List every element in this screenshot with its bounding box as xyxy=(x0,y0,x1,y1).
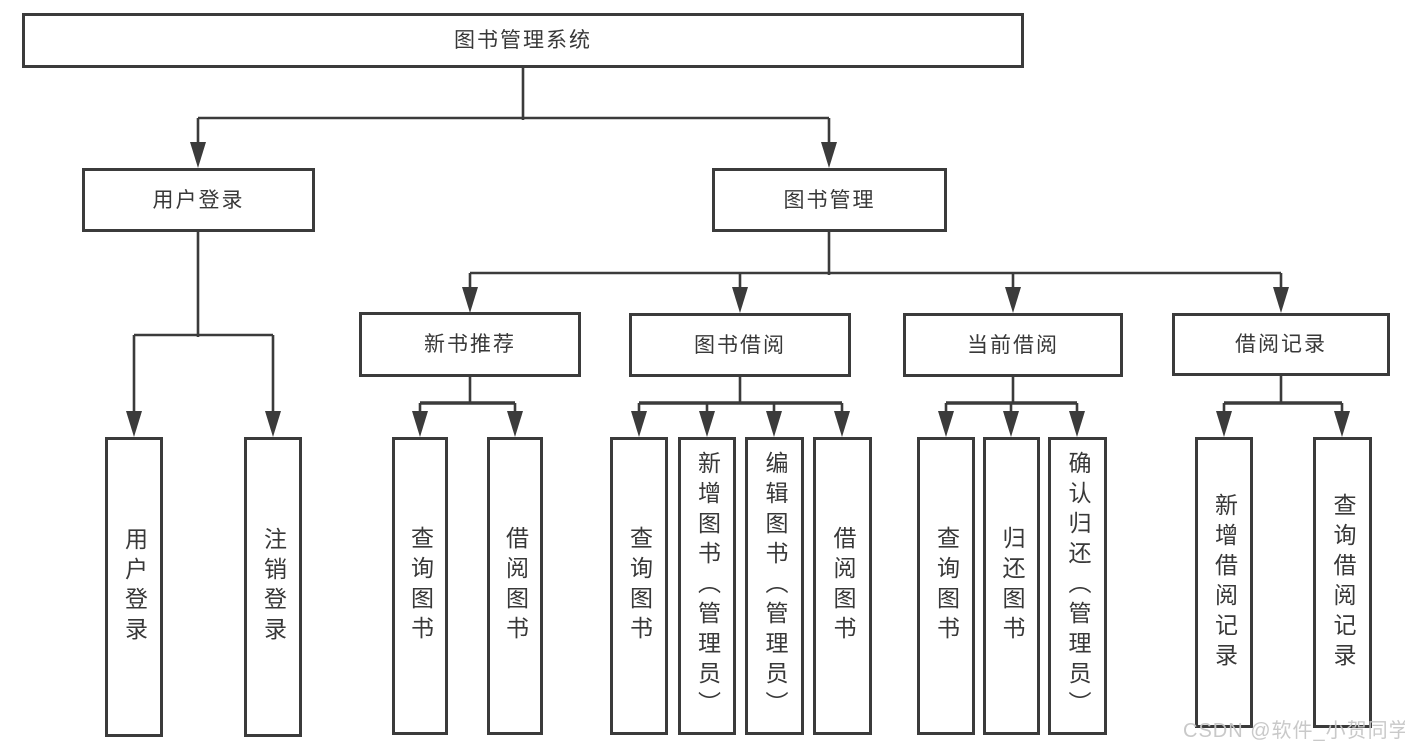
node-root-label: 图书管理系统 xyxy=(454,29,592,52)
leaf-logout: 注销登录 xyxy=(244,437,302,737)
leaf-user-login: 用户登录 xyxy=(105,437,163,737)
leaf-user-login-label: 用户登录 xyxy=(121,527,148,647)
leaf-logout-label: 注销登录 xyxy=(260,527,287,647)
node-book-management-label: 图书管理 xyxy=(783,188,876,212)
node-book-management: 图书管理 xyxy=(712,168,947,232)
leaf-bb-add-books-admin-label: 新增图书（管理员） xyxy=(694,451,721,721)
leaf-bb-borrow-books: 借阅图书 xyxy=(813,437,872,735)
leaf-cb-confirm-return-admin-label: 确认归还（管理员） xyxy=(1065,451,1091,721)
leaf-br-add-record: 新增借阅记录 xyxy=(1195,437,1253,728)
node-new-book-recommend-label: 新书推荐 xyxy=(424,333,516,356)
leaf-cb-return-books: 归还图书 xyxy=(983,437,1040,735)
leaf-cb-query-books: 查询图书 xyxy=(917,437,975,735)
leaf-bb-borrow-books-label: 借阅图书 xyxy=(830,526,856,646)
leaf-bb-add-books-admin: 新增图书（管理员） xyxy=(678,437,736,735)
leaf-nb-query-books-label: 查询图书 xyxy=(407,526,434,646)
node-book-borrow-label: 图书借阅 xyxy=(694,333,786,357)
watermark: CSDN @软件_小贺同学 xyxy=(1183,720,1405,742)
node-current-borrow-label: 当前借阅 xyxy=(967,333,1059,357)
leaf-bb-edit-books-admin: 编辑图书（管理员） xyxy=(745,437,804,735)
node-new-book-recommend: 新书推荐 xyxy=(359,312,581,377)
leaf-bb-query-books-label: 查询图书 xyxy=(626,526,653,646)
node-borrow-record: 借阅记录 xyxy=(1172,313,1390,376)
leaf-br-add-record-label: 新增借阅记录 xyxy=(1211,492,1238,673)
node-user-login: 用户登录 xyxy=(82,168,315,232)
leaf-br-query-record-label: 查询借阅记录 xyxy=(1330,492,1356,673)
leaf-bb-query-books: 查询图书 xyxy=(610,437,668,735)
leaf-cb-confirm-return-admin: 确认归还（管理员） xyxy=(1048,437,1107,735)
node-user-login-label: 用户登录 xyxy=(152,188,245,212)
leaf-cb-query-books-label: 查询图书 xyxy=(933,526,960,646)
node-borrow-record-label: 借阅记录 xyxy=(1235,333,1327,356)
node-root: 图书管理系统 xyxy=(22,13,1024,68)
node-book-borrow: 图书借阅 xyxy=(629,313,851,377)
leaf-bb-edit-books-admin-label: 编辑图书（管理员） xyxy=(762,451,788,721)
leaf-nb-query-books: 查询图书 xyxy=(392,437,448,735)
leaf-nb-borrow-books-label: 借阅图书 xyxy=(502,526,529,646)
leaf-cb-return-books-label: 归还图书 xyxy=(999,526,1025,646)
leaf-nb-borrow-books: 借阅图书 xyxy=(487,437,543,735)
leaf-br-query-record: 查询借阅记录 xyxy=(1313,437,1372,728)
node-current-borrow: 当前借阅 xyxy=(903,313,1123,377)
